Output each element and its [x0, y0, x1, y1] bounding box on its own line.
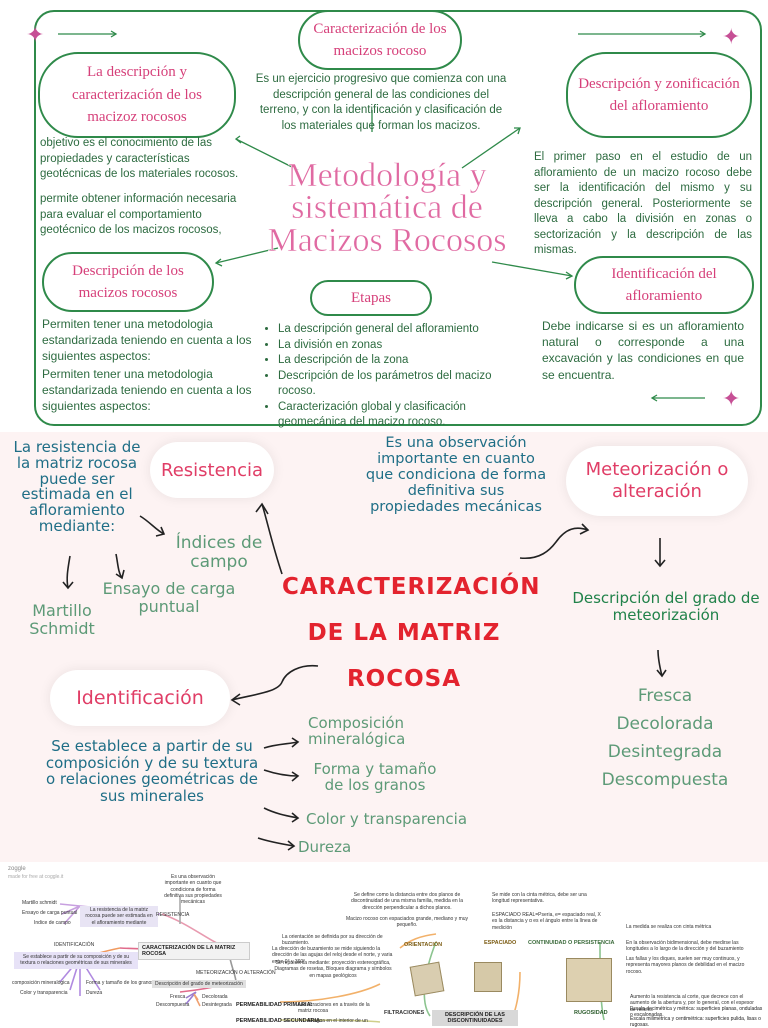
- mm-perm-primaria-label: PERMEABILIDAD PRIMARIA:: [236, 1002, 313, 1008]
- mm-center: CARACTERIZACIÓN DE LA MATRIZ ROCOSA: [138, 942, 250, 960]
- identificacion-bubble: Identificación: [50, 670, 230, 726]
- text-permiten-2: Permiten tener una metodologia estandari…: [42, 367, 252, 414]
- grado-item: Decolorada: [616, 714, 714, 734]
- connector-arrows: [58, 30, 707, 402]
- text-permite: permite obtener información necesaria pa…: [40, 193, 237, 237]
- mm-desc-discontinuidades: DESCRIPCIÓN DE LAS DISCONTINUIDADES: [432, 1010, 518, 1026]
- etapa-item: La descripción general del afloramiento: [278, 322, 528, 338]
- mm-cinta: La medida se realiza con cinta métrica: [626, 924, 712, 930]
- box-identificacion: Identificación del afloramiento: [574, 256, 754, 314]
- mm-fresca: Fresca: [170, 994, 186, 1000]
- text-observacion: Es una observación importante en cuanto …: [365, 435, 547, 515]
- mm-descompuesta: Descompuesta: [156, 1002, 190, 1008]
- text-ensayo: Ensayo de carga puntual: [102, 579, 236, 616]
- grado-item: Fresca: [637, 686, 693, 706]
- mm-espaciado-real: ESPACIADO REAL=Pseria, e= espaciado real…: [492, 912, 601, 931]
- mm-aumento: Aumento la resistencia al corte, que dec…: [630, 994, 754, 1013]
- mm-direccion: La dirección de buzamiento se mide sigui…: [272, 946, 393, 965]
- mm-desintegrada: Desintegrada: [202, 1002, 232, 1008]
- mm-macizo: Macizo rocoso con espaciados grande, med…: [346, 916, 469, 929]
- mindmap-section: zoggle made for free at coggle.it Martil…: [0, 862, 768, 1028]
- matriz-section: La resistencia de la matriz rocosa puede…: [0, 432, 768, 862]
- grado-item: Descompuesta: [601, 770, 729, 790]
- resistencia-bubble: Resistencia: [150, 442, 274, 498]
- mm-perm-primaria: Las filtraciones en a través de la matri…: [298, 1002, 370, 1015]
- mm-desc-grado: Descripción del grado de meteorización: [152, 980, 246, 989]
- etapa-item: La división en zonas: [278, 338, 528, 354]
- mm-meteorizacion: METEORIZACIÓN O ALTERACIÓN: [196, 970, 276, 976]
- text-identificacion: Se establece a partir de su composición …: [45, 737, 259, 805]
- grado-item: Desintegrada: [607, 742, 723, 762]
- prop-forma: Forma y tamaño de los granos: [313, 760, 437, 794]
- mm-identificacion: IDENTIFICACIÓN: [54, 942, 95, 948]
- mm-observacion: Es una observación importante en cuanto …: [164, 874, 222, 905]
- etapas-list: La descripción general del afloramiento …: [262, 322, 528, 431]
- text-permiten-1: Permiten tener una metodologia estandari…: [42, 317, 252, 364]
- mm-perm-secundaria: El agua en el interior de un: [308, 1018, 368, 1024]
- text-objetivo: objetivo es el conocimiento de las propi…: [40, 137, 239, 181]
- etapa-item: Descripción de los parámetros del macizo…: [278, 369, 528, 400]
- box-etapas: Etapas: [310, 280, 432, 316]
- mm-dureza: Dureza: [86, 990, 103, 996]
- watermark-sub: made for free at coggle.it: [8, 874, 64, 880]
- mm-indice: Indice de campo: [34, 920, 71, 926]
- mm-comp: composición mineralógica: [12, 980, 70, 986]
- main-title: Metodología y sistemática de Macizos Roc…: [267, 157, 507, 259]
- mm-martillo: Martillo schmidt: [22, 900, 57, 906]
- mm-familias: Las fallas y los diques, suelen ser muy …: [626, 956, 745, 975]
- etapa-item: La descripción de la zona: [278, 353, 528, 369]
- mm-representa: Se representa mediante: proyección ester…: [274, 960, 392, 979]
- mm-orient-def: La orientación se definida por su direcc…: [282, 934, 383, 947]
- box-caracterizacion: Caracterización de los macizos rocoso: [298, 10, 462, 70]
- mm-escala-mili: Escala milimétrica y centimétrica: super…: [630, 1016, 761, 1028]
- orientation-image: [409, 961, 445, 997]
- hand-arrows: [62, 502, 667, 851]
- sparkle-icon: ✦: [722, 386, 741, 411]
- text-debe: Debe indicarse si es un afloramiento nat…: [542, 319, 744, 382]
- mm-resistencia: RESISTENCIA: [156, 912, 190, 918]
- watermark: zoggle: [8, 866, 26, 872]
- rock-blocks-image: [566, 958, 612, 1002]
- mm-color: Color y transparencia: [20, 990, 68, 996]
- center-title-line: DE LA MATRIZ: [307, 620, 501, 646]
- box-descripcion-caracterizacion: La descripción y caracterización de los …: [38, 52, 236, 138]
- mm-perm-secundaria-label: PERMEABILIDAD SECUNDARIA:: [236, 1018, 322, 1024]
- mm-establece: Se establece a partir de su composición …: [14, 952, 138, 969]
- sparkle-icon: ✦: [722, 24, 741, 49]
- mm-mide: Se mide con la cinta métrica, debe ser u…: [492, 892, 587, 905]
- mm-forma: Forma y tamaño de los granos: [86, 980, 154, 986]
- center-title-line: CARACTERIZACIÓN: [282, 574, 541, 600]
- prop-color: Color y transparencia: [306, 810, 468, 828]
- grados-list: Fresca Decolorada Desintegrada Descompue…: [590, 682, 740, 794]
- center-title: CARACTERIZACIÓN DE LA MATRIZ ROCOSA: [282, 564, 541, 702]
- text-primer-paso: El primer paso en el estudio de un aflor…: [534, 151, 752, 257]
- text-martillo: Martillo Schmidt: [29, 601, 95, 638]
- meteorizacion-bubble: Meteorización o alteración: [566, 446, 748, 516]
- prop-composicion: Composición mineralógica: [308, 714, 406, 748]
- rock-block-image: [474, 962, 502, 992]
- text-descripcion-grado: Descripción del grado de meteorización: [572, 589, 760, 625]
- etapa-item: Caracterización global y clasificación g…: [278, 400, 528, 431]
- mm-orientacion: ORIENTACIÓN: [404, 942, 443, 948]
- mm-decolorada: Decolorada: [202, 994, 228, 1000]
- sparkle-icon: ✦: [26, 22, 45, 47]
- box-descripcion-macizos: Descripción de los macizos rocosos: [42, 252, 214, 312]
- mm-rugosidad: RUGOSIDAD: [574, 1010, 608, 1016]
- mm-escala-metrica: Escala decimétrica y métrica: superficie…: [630, 1006, 763, 1018]
- mm-filtraciones: FILTRACIONES: [384, 1010, 425, 1016]
- mm-ensayo: Ensayo de carga puntual: [22, 910, 78, 916]
- text-caracterizacion: Es un ejercicio progresivo que comienza …: [255, 73, 507, 132]
- text-indices: Índices de campo: [175, 533, 263, 572]
- mm-resistencia-text: La resistencia de la matriz rocosa puede…: [80, 906, 158, 927]
- mm-bidimensional: En la observación bidimensional, debe me…: [626, 940, 744, 953]
- mm-orient-text1: Se define como la distancia entre dos pl…: [350, 892, 463, 911]
- box-descripcion-zonificacion: Descripción y zonificación del afloramie…: [566, 52, 752, 138]
- text-resistencia: La resistencia de la matriz rocosa puede…: [13, 438, 141, 535]
- center-title-line: ROCOSA: [346, 666, 462, 692]
- mm-espaciado: ESPACIADO: [484, 940, 517, 946]
- methodology-section: ✦ ✦ ✦ Caracterización de los macizos roc…: [0, 0, 768, 432]
- prop-dureza: Dureza: [298, 838, 352, 856]
- mm-continuidad: CONTINUIDAD O PERSISTENCIA: [528, 940, 615, 946]
